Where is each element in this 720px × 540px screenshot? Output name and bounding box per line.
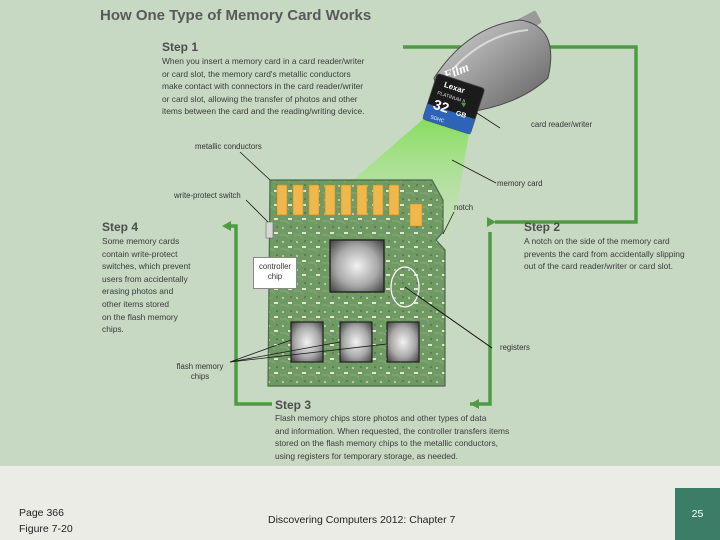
arrow-step3-to-step4: [225, 224, 272, 406]
step1-line: or card slot, allowing the transfer of p…: [162, 93, 358, 104]
flash-chips-callout-line: chips: [190, 372, 210, 381]
registers-highlight: [390, 266, 420, 308]
flash-chip-1: [290, 321, 324, 363]
arrow-step2-to-step3: [470, 232, 492, 406]
step3-heading: Step 3: [275, 398, 312, 412]
controller-chip-callout-line: chip: [267, 272, 283, 281]
step2-line: A notch on the side of the memory card: [524, 236, 670, 246]
step2-text: A notch on the side of the memory card p…: [524, 235, 685, 273]
course-title: Discovering Computers 2012: Chapter 7: [268, 514, 456, 526]
page-number-box: 25: [675, 488, 720, 540]
notch-callout: notch: [454, 203, 474, 212]
figure-ref-label: Figure 7-20: [19, 523, 73, 535]
step4-line: Some memory cards: [102, 236, 180, 246]
flash-chips-callout: flash memory chips: [174, 362, 226, 382]
flash-chip-2: [339, 321, 373, 363]
step1-heading: Step 1: [162, 40, 199, 54]
step1-line: items between the card and the reading/w…: [162, 106, 365, 117]
step3-line: stored on the flash memory chips to the …: [275, 438, 498, 449]
step4-heading: Step 4: [102, 220, 139, 234]
step1-line: or card slot, the memory card's metallic…: [162, 68, 351, 79]
page-ref-label: Page 366: [19, 507, 64, 519]
metallic-contact-pins: [276, 184, 423, 227]
memory-card-figure: eFilm Lexar PLATINUM II 32 GB SDHC: [0, 0, 720, 466]
step1-line: When you insert a memory card in a card …: [162, 56, 365, 66]
card-type-label: SDHC: [430, 114, 446, 124]
step1-line: make contact with connectors in the card…: [162, 81, 364, 92]
card-reader-callout: card reader/writer: [531, 120, 593, 129]
step4-line: chips.: [102, 324, 124, 335]
step4-line: other items stored: [102, 298, 170, 309]
step3-line: Flash memory chips store photos and othe…: [275, 413, 487, 423]
memory-card-illustration: Lexar PLATINUM II 32 GB SDHC: [422, 73, 485, 135]
write-protect-callout: write-protect switch: [174, 191, 241, 200]
figure-graphics: eFilm Lexar PLATINUM II 32 GB SDHC: [222, 10, 638, 409]
card-reader-illustration: eFilm Lexar PLATINUM II 32 GB SDHC: [422, 10, 552, 135]
flash-chips-callout-line: flash memory: [176, 362, 224, 371]
step4-text: Some memory cards contain write-protect …: [102, 235, 190, 336]
slide-footer: 25: [0, 466, 720, 540]
arrow-head-step4: [222, 221, 231, 231]
controller-chip: [329, 239, 385, 293]
card-unit-label: GB: [455, 110, 467, 120]
callout-lines: [229, 102, 501, 363]
step4-line: contain write-protect: [102, 248, 178, 259]
step4-line: users from accidentally: [102, 273, 188, 284]
arrow-head-step2: [487, 217, 496, 227]
step1-text: When you insert a memory card in a card …: [162, 55, 365, 118]
metallic-conductors-callout: metallic conductors: [195, 142, 262, 151]
controller-chip-callout-line: controller: [258, 262, 292, 271]
memory-card-callout: memory card: [497, 179, 543, 188]
step3-text: Flash memory chips store photos and othe…: [275, 412, 509, 462]
page-number: 25: [691, 508, 704, 520]
step4-line: switches, which prevent: [102, 261, 191, 272]
step3-line: and information. When requested, the con…: [275, 425, 510, 436]
controller-chip-callout-box: controller chip: [253, 257, 297, 289]
step2-line: prevents the card from accidentally slip…: [524, 248, 685, 259]
figure-title: How One Type of Memory Card Works: [100, 7, 372, 24]
circuit-board: [265, 179, 446, 387]
step4-line: erasing photos and: [102, 286, 174, 297]
page-reference: Page 366 Figure 7-20: [19, 505, 73, 537]
step2-line: out of the card reader/writer or card sl…: [524, 261, 673, 272]
flash-chip-3: [386, 321, 420, 363]
write-protect-switch: [265, 221, 274, 239]
step4-line: on the flash memory: [102, 311, 178, 322]
arrow-head-step3: [470, 399, 479, 409]
registers-callout: registers: [500, 343, 530, 352]
step2-heading: Step 2: [524, 220, 561, 234]
card-capacity-label: 32: [431, 96, 451, 116]
step3-line: using registers for temporary storage, a…: [275, 450, 458, 461]
